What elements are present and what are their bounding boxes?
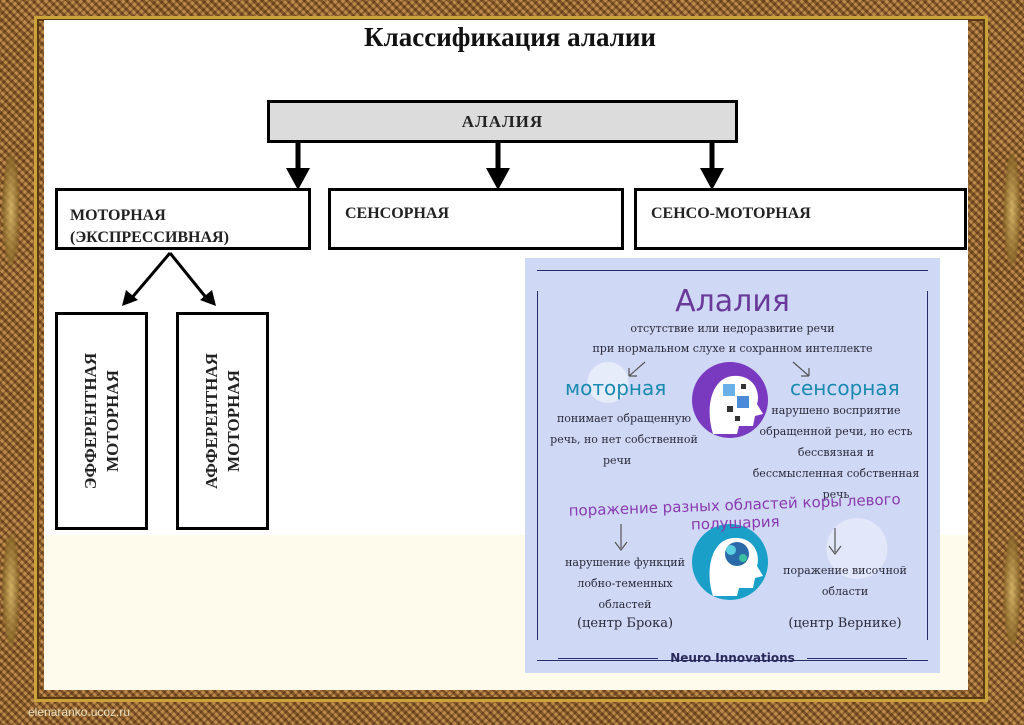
frame-ornament-right-bottom bbox=[1003, 530, 1021, 650]
efferent-line2: МОТОРНАЯ bbox=[102, 370, 122, 472]
arrow-down-mid-right-icon bbox=[828, 528, 842, 555]
poster-wernicke-label: (центр Вернике) bbox=[788, 616, 902, 631]
poster-sensory-desc: нарушено восприятие обращенной речи, но … bbox=[740, 400, 932, 505]
motor-alalia-box: МОТОРНАЯ (ЭКСПРЕССИВНАЯ) bbox=[55, 188, 311, 250]
afferent-line1: АФФЕРЕНТНАЯ bbox=[201, 353, 221, 489]
sensory-desc-line: обращенной речи, но есть bbox=[759, 425, 913, 438]
sensomotor-label: СЕНСО-МОТОРНАЯ bbox=[651, 205, 811, 222]
frame-ornament-right bbox=[1003, 150, 1021, 270]
poster-broca-label: (центр Брока) bbox=[576, 616, 674, 631]
frame-ornament-left bbox=[2, 150, 20, 270]
motor-desc-line: речи bbox=[603, 454, 632, 467]
efferent-line1: ЭФФЕРЕНТНАЯ bbox=[80, 352, 100, 490]
left-desc-line: лобно-теменных bbox=[577, 577, 673, 590]
arrow-motor-efferent bbox=[122, 252, 172, 306]
frame-ornament-left-bottom bbox=[2, 530, 20, 650]
arrow-down-right-icon bbox=[792, 361, 810, 377]
arrow-root-sensory bbox=[486, 140, 510, 190]
sensory-desc-line: нарушено восприятие bbox=[771, 404, 901, 417]
motor-sublabel: (ЭКСПРЕССИВНАЯ) bbox=[70, 229, 229, 246]
poster-right-desc: поражение височной области bbox=[775, 560, 915, 602]
left-desc-line: областей bbox=[598, 598, 652, 611]
arrow-root-motor bbox=[286, 140, 310, 190]
poster-subtitle-1: отсутствие или недоразвитие речи bbox=[630, 322, 835, 335]
poster-motor-desc: понимает обращенную речь, но нет собстве… bbox=[549, 408, 699, 471]
alalia-root-label: АЛАЛИЯ bbox=[461, 112, 544, 131]
arrow-down-mid-left-icon bbox=[614, 524, 628, 551]
sensomotor-alalia-box: СЕНСО-МОТОРНАЯ bbox=[634, 188, 967, 250]
afferent-label: АФФЕРЕНТНАЯ МОТОРНАЯ bbox=[201, 353, 245, 489]
motor-desc-line: понимает обращенную bbox=[556, 412, 692, 425]
poster-footer-brand: Neuro Innovations bbox=[525, 651, 940, 665]
poster-decor bbox=[614, 361, 842, 600]
footer-brand-text: Neuro Innovations bbox=[670, 651, 795, 665]
sensory-desc-line: бессвязная и bbox=[797, 446, 875, 459]
poster-left-desc: нарушение функций лобно-теменных областе… bbox=[555, 552, 695, 615]
arrow-down-left-icon bbox=[628, 361, 646, 377]
alalia-root-box: АЛАЛИЯ bbox=[267, 100, 738, 143]
efferent-label: ЭФФЕРЕНТНАЯ МОТОРНАЯ bbox=[80, 353, 124, 489]
site-watermark: elenaranko.ucoz.ru bbox=[28, 705, 131, 719]
poster-subtitle-2: при нормальном слухе и сохранном интелле… bbox=[592, 342, 873, 355]
frame-inner-border bbox=[34, 16, 988, 702]
poster-sensory-heading: сенсорная bbox=[790, 376, 900, 400]
right-desc-line: поражение височной bbox=[783, 564, 907, 577]
arrow-root-sensomotor bbox=[700, 140, 724, 190]
head-brain-icon bbox=[692, 524, 768, 600]
motor-desc-line: речь, но нет собственной bbox=[550, 433, 698, 446]
efferent-motor-box: ЭФФЕРЕНТНАЯ МОТОРНАЯ bbox=[55, 312, 148, 530]
right-desc-line: области bbox=[821, 585, 869, 598]
left-desc-line: нарушение функций bbox=[565, 556, 685, 569]
alalia-infographic: Алалия отсутствие или недоразвитие речи … bbox=[525, 258, 940, 673]
sensory-label: СЕНСОРНАЯ bbox=[345, 205, 449, 222]
motor-label: МОТОРНАЯ bbox=[70, 207, 166, 224]
afferent-line2: МОТОРНАЯ bbox=[223, 370, 243, 472]
sensory-desc-line: бессмысленная собственная речь bbox=[752, 467, 920, 501]
sensory-alalia-box: СЕНСОРНАЯ bbox=[328, 188, 624, 250]
afferent-motor-box: АФФЕРЕНТНАЯ МОТОРНАЯ bbox=[176, 312, 269, 530]
poster-motor-heading: моторная bbox=[565, 376, 667, 400]
slide-title: Классификация алалии bbox=[364, 22, 656, 52]
head-questions-icon bbox=[692, 362, 768, 438]
arrow-motor-afferent bbox=[168, 252, 216, 306]
poster-title: Алалия bbox=[675, 284, 790, 319]
